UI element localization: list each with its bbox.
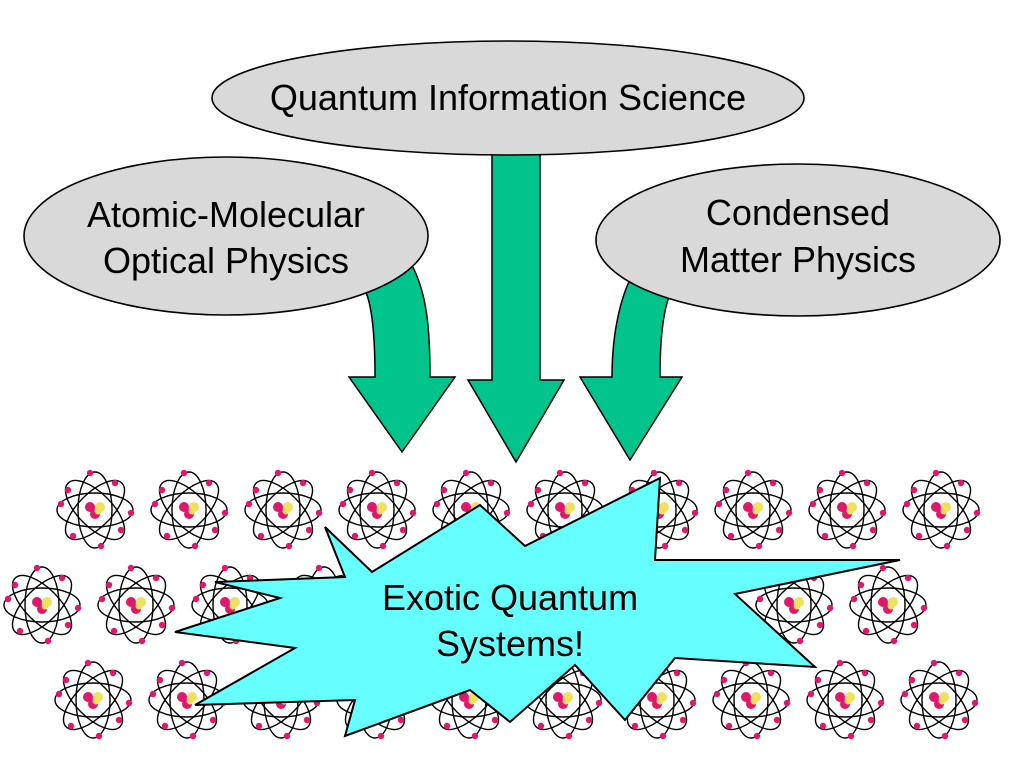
burst-label-line1: Exotic Quantum bbox=[382, 577, 638, 618]
atom-icon bbox=[713, 469, 793, 550]
atom-icon bbox=[848, 564, 928, 645]
atom-icon bbox=[53, 659, 133, 740]
atom-icon bbox=[149, 469, 229, 550]
arrow-qis bbox=[466, 149, 566, 464]
node-quantum-information-science: Quantum Information Science bbox=[211, 40, 805, 156]
atom-icon bbox=[899, 659, 979, 740]
atom-icon bbox=[337, 469, 417, 550]
arrow-cmp bbox=[578, 260, 684, 462]
atom-icon bbox=[805, 659, 885, 740]
node-condensed-matter-physics: Condensed Matter Physics bbox=[595, 163, 1001, 317]
node-label-line2: Matter Physics bbox=[680, 239, 916, 280]
node-label-line1: Condensed bbox=[706, 192, 890, 233]
atom-icon bbox=[901, 469, 981, 550]
explosion-burst-icon bbox=[174, 476, 901, 738]
atom-icon bbox=[2, 564, 82, 645]
atom-icon bbox=[96, 564, 176, 645]
atom-icon bbox=[55, 469, 135, 550]
arrow-amo bbox=[347, 260, 457, 454]
atom-icon bbox=[807, 469, 887, 550]
arrow-down-icon bbox=[578, 260, 684, 462]
node-exotic-quantum-systems: Exotic Quantum Systems! bbox=[382, 577, 638, 664]
atom-icon bbox=[243, 469, 323, 550]
node-label-line2: Optical Physics bbox=[103, 240, 349, 281]
node-label-line1: Atomic-Molecular bbox=[87, 194, 365, 235]
burst-label-line2: Systems! bbox=[436, 623, 584, 664]
burst-shape bbox=[174, 476, 901, 738]
atom-icon bbox=[711, 659, 791, 740]
node-label: Quantum Information Science bbox=[270, 77, 746, 118]
node-amo-physics: Atomic-Molecular Optical Physics bbox=[23, 156, 429, 316]
arrow-down-icon bbox=[466, 149, 566, 464]
arrow-down-icon bbox=[347, 260, 457, 454]
